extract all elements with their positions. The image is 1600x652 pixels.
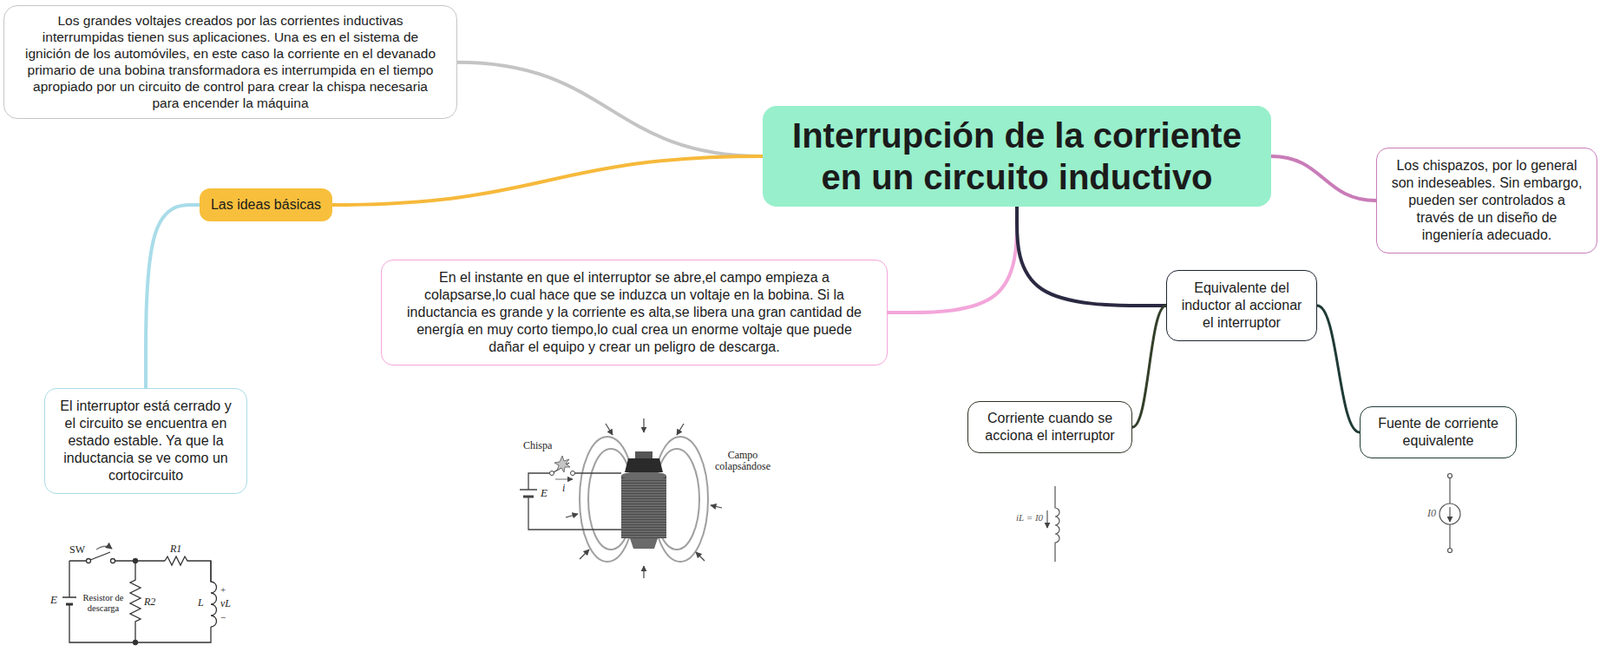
branch-connector [1132,305,1167,427]
component-description: Resistor de descarga [78,592,128,613]
field-arrow [579,549,590,559]
field-arrow [565,418,722,578]
coil-illustration [519,418,722,578]
field-arrow [642,418,644,433]
note-box: En el instante en que el interruptor se … [380,259,888,366]
wire [1449,475,1450,551]
branch-connector [1317,305,1360,433]
node-text: El interruptor está cerrado y el circuit… [59,397,233,485]
wire [69,560,211,643]
switch-label: SW [69,544,86,556]
note-box: Los grandes voltajes creados por las cor… [3,5,458,119]
switch-blade [90,551,111,560]
switch-contact [86,558,92,564]
sub-topic: Fuente de corriente equivalente [1359,406,1517,459]
node-text: Las ideas básicas [209,196,322,214]
node-text: Fuente de corriente equivalente [1370,414,1506,450]
field-arrow [565,513,578,518]
field-label: Campo colapsándose [711,449,774,473]
component-label: R1 [170,543,182,555]
source-label: E [540,486,548,499]
polarity-sign: + [220,583,226,595]
inductor-symbol [1055,485,1060,562]
node-text: Los grandes voltajes creados por las cor… [19,13,441,112]
node-text: En el instante en que el interruptor se … [399,268,870,356]
switch-contact [570,471,576,476]
branch-connector [887,206,1017,313]
circuit-schematic [62,545,217,644]
current-arrow [1449,506,1450,522]
coil-body [621,475,667,538]
branch-connector [1016,206,1167,306]
iron-core [624,458,663,473]
voltage-label: vL [220,597,231,610]
spark-label: Chispa [523,439,552,452]
node-text: Corriente cuando se acciona el interrupt… [980,409,1120,445]
resistor-symbol [130,560,141,643]
branch-connector [332,156,763,205]
node-text: Los chispazos, por lo general son indese… [1389,157,1585,244]
battery-plate [523,495,534,499]
switch-arrow [96,545,112,550]
coil-top [621,471,667,480]
current-source-figure [1439,473,1461,553]
node-text: Equivalente del inductor al accionar el … [1180,279,1303,332]
resistor-symbol [164,556,211,582]
terminal-dot [1448,548,1453,553]
polarity-sign: − [220,611,226,623]
source-label: I0 [1427,507,1437,519]
switch-contact [550,471,555,476]
current-label: iL = I0 [1016,511,1043,523]
current-arrow [1046,510,1048,528]
branch-topic: Equivalente del inductor al accionar el … [1166,269,1318,341]
coil-windings [621,478,667,537]
battery-plate [65,603,73,606]
component-label: L [197,596,204,609]
battery-plate [519,488,538,491]
field-arrow [605,423,613,435]
branch-connector [145,204,200,388]
iron-core [629,537,658,549]
current-source-symbol [1439,503,1461,525]
field-arrow [710,504,722,508]
branch-connector [457,62,763,157]
field-arrow [676,423,684,435]
battery-plate [62,596,77,598]
note-box: Los chispazos, por lo general son indese… [1376,147,1598,254]
inductor-figure [1047,485,1060,562]
wire [69,559,165,561]
source-label: E [50,593,58,606]
wire [528,472,622,530]
central-topic: Interrupción de la corriente en un circu… [762,105,1272,207]
spark [554,455,571,473]
branch-topic: Las ideas básicas [199,188,333,222]
current-arrow [555,478,573,479]
sub-topic: Corriente cuando se acciona el interrupt… [967,400,1133,453]
field-arrow [695,551,705,561]
current-label: i [562,482,565,494]
field-arrow [642,565,644,578]
note-box: El interruptor está cerrado y el circuit… [44,387,248,494]
inductor-symbol [210,560,217,627]
node-text: Interrupción de la corriente en un circu… [776,114,1258,198]
iron-core [635,451,653,459]
component-label: R2 [144,596,156,608]
switch-contact [111,558,116,564]
branch-connector [1271,156,1377,201]
terminal-dot [1448,473,1453,479]
